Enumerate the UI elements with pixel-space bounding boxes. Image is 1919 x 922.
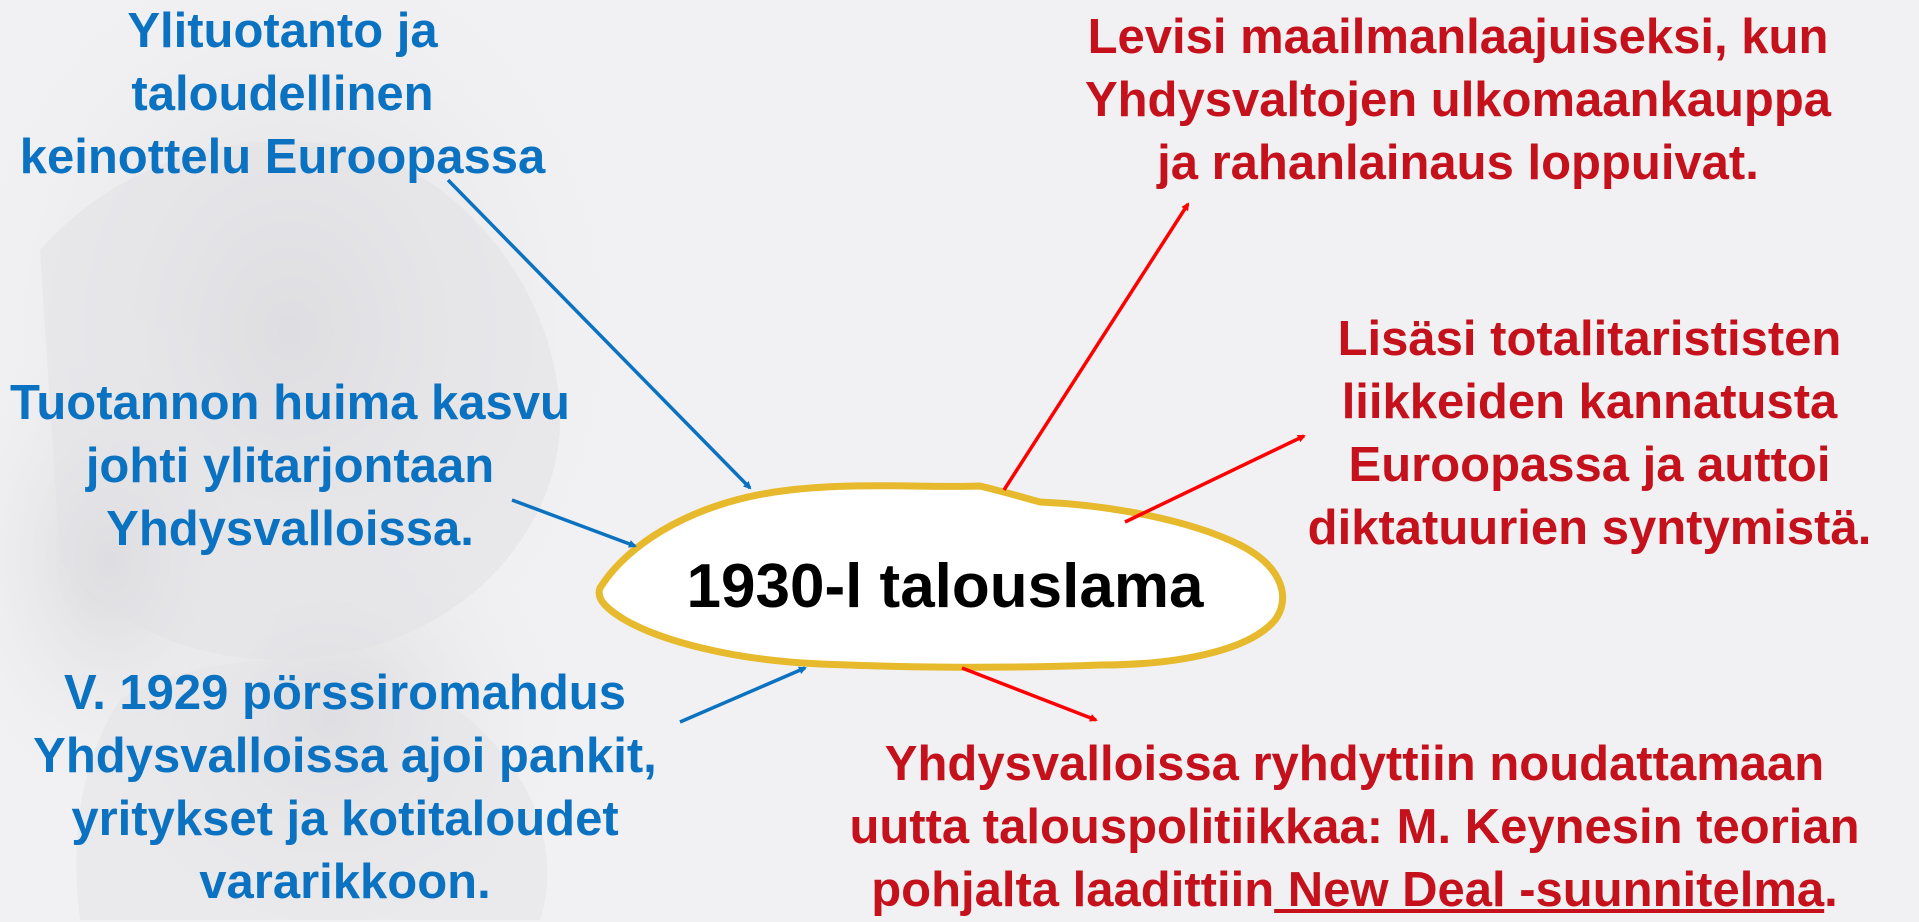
cause-2-line-3: Yhdysvalloissa. <box>106 502 474 556</box>
center-ellipse <box>595 482 1286 671</box>
arrow-cause-3 <box>679 666 807 724</box>
consequence-3-text: Yhdysvalloissa ryhdyttiin noudattamaan u… <box>790 733 1919 922</box>
consequence-3-line-3: pohjalta laadittiin New Deal -suunnitelm… <box>790 859 1919 922</box>
arrow-consequence-2 <box>1124 434 1306 524</box>
consequence-3-line-3-prefix: pohjalta laadittiin <box>871 863 1275 917</box>
arrow-cause-2 <box>511 498 637 548</box>
consequence-2-line-2: liikkeiden kannatusta <box>1341 375 1838 429</box>
cause-3-text: V. 1929 pörssiromahdus Yhdysvalloissa aj… <box>0 662 690 914</box>
consequence-2-line-3: Euroopassa ja auttoi <box>1348 438 1831 492</box>
arrow-cause-1 <box>446 178 752 490</box>
consequence-1-line-1: Levisi maailmanlaajuiseksi, kun <box>1087 10 1829 64</box>
new-deal-link[interactable]: New Deal -suunnitelma <box>1274 863 1825 917</box>
arrow-consequence-3 <box>961 666 1098 722</box>
cause-1-line-1: Ylituotanto ja <box>127 4 438 58</box>
consequence-1-line-3: ja rahanlainaus loppuivat. <box>1157 136 1759 190</box>
cause-3-line-4: vararikkoon. <box>199 855 491 909</box>
cause-1-line-2: taloudellinen <box>131 67 434 121</box>
cause-3-line-3: yritykset ja kotitaloudet <box>71 792 619 846</box>
consequence-1-line-2: Yhdysvaltojen ulkomaankauppa <box>1084 73 1832 127</box>
cause-3-line-2: Yhdysvalloissa ajoi pankit, <box>33 729 657 783</box>
consequence-1-text: Levisi maailmanlaajuiseksi, kun Yhdysval… <box>1018 6 1898 195</box>
consequence-2-text: Lisäsi totalitarististen liikkeiden kann… <box>1260 308 1919 560</box>
consequence-3-line-3-suffix: . <box>1824 863 1838 917</box>
cause-3-line-1: V. 1929 pörssiromahdus <box>64 666 626 720</box>
cause-1-text: Ylituotanto ja taloudellinen keinottelu … <box>0 0 565 189</box>
arrow-consequence-1 <box>1002 202 1190 491</box>
consequence-2-line-1: Lisäsi totalitarististen <box>1337 312 1842 366</box>
consequence-3-line-2: uutta talouspolitiikkaa: M. Keynesin teo… <box>849 800 1860 854</box>
cause-2-line-1: Tuotannon huima kasvu <box>10 376 570 430</box>
cause-1-line-3: keinottelu Euroopassa <box>19 130 546 184</box>
consequence-2-line-4: diktatuurien syntymistä. <box>1307 501 1872 555</box>
consequence-3-line-1: Yhdysvalloissa ryhdyttiin noudattamaan <box>884 737 1825 791</box>
center-label: 1930-l talouslama <box>686 552 1204 621</box>
cause-2-text: Tuotannon huima kasvu johti ylitarjontaa… <box>0 372 580 561</box>
cause-2-line-2: johti ylitarjontaan <box>85 439 495 493</box>
